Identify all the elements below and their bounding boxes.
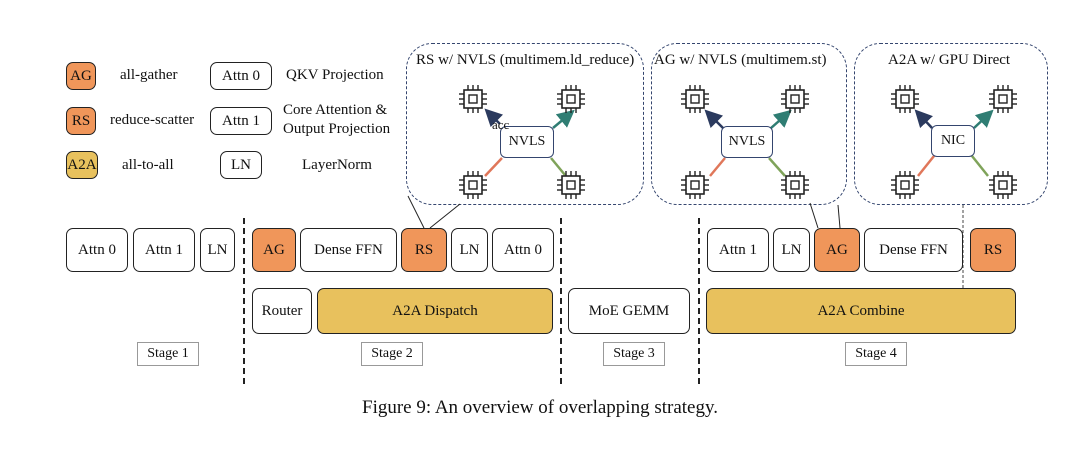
- legend-ag-tag: AG: [66, 62, 96, 90]
- rs-panel-connector-right: [429, 203, 461, 229]
- legend-a2a-tag: A2A: [66, 151, 98, 179]
- block-dense-ffn: Dense FFN: [300, 228, 397, 272]
- gpu-chip-icon: [459, 171, 487, 199]
- a2a-arrow-top-right: [973, 109, 994, 129]
- block-a2a-dispatch: A2A Dispatch: [317, 288, 553, 334]
- legend-attn1-desc-line2: Output Projection: [283, 121, 391, 137]
- gpu-chip-icon: [989, 171, 1017, 199]
- block-rs-2: RS: [970, 228, 1016, 272]
- block-ln-2: LN: [451, 228, 488, 272]
- stage-3-label: Stage 3: [603, 342, 665, 366]
- ag-arrow-top-left: [704, 109, 724, 129]
- legend-rs-tag: RS: [66, 107, 96, 135]
- stage-1-label: Stage 1: [137, 342, 199, 366]
- panel-rs-title: RS w/ NVLS (multimem.ld_reduce): [416, 52, 635, 68]
- block-router: Router: [252, 288, 312, 334]
- gpu-chip-icon: [891, 171, 919, 199]
- a2a-line-bottom-right: [971, 155, 989, 177]
- rs-line-bottom-left: [484, 157, 503, 177]
- panel-a2a-title: A2A w/ GPU Direct: [888, 52, 1011, 68]
- rs-nvls-hub: NVLS: [500, 126, 554, 158]
- legend-ln-tag: LN: [220, 151, 262, 179]
- ag-nvls-hub: NVLS: [721, 126, 773, 158]
- block-attn0-b: Attn 0: [492, 228, 554, 272]
- stage-separator-3: [698, 218, 700, 384]
- stage-4-label: Stage 4: [845, 342, 907, 366]
- ag-arrow-top-right: [770, 109, 792, 129]
- block-moe-gemm: MoE GEMM: [568, 288, 690, 334]
- legend-attn1-desc-line1: Core Attention &: [283, 102, 388, 118]
- panel-a2a-gpudirect: [854, 43, 1048, 205]
- ag-line-bottom-right: [768, 157, 786, 177]
- legend-attn0-tag: Attn 0: [210, 62, 272, 90]
- stage-separator-1: [243, 218, 245, 384]
- block-attn1: Attn 1: [133, 228, 195, 272]
- gpu-chip-icon: [989, 85, 1017, 113]
- a2a-nic-hub: NIC: [931, 125, 975, 157]
- gpu-chip-icon: [891, 85, 919, 113]
- ag-line-bottom-left: [709, 157, 726, 177]
- panel-ag-nvls: [651, 43, 847, 205]
- stage-2-label: Stage 2: [361, 342, 423, 366]
- block-a2a-combine: A2A Combine: [706, 288, 1016, 334]
- figure-caption: Figure 9: An overview of overlapping str…: [362, 397, 718, 418]
- legend-a2a-desc: all-to-all: [122, 157, 174, 173]
- ag-panel-connector-right: [837, 204, 841, 229]
- rs-panel-connector-left: [407, 195, 425, 229]
- a2a-arrow-top-left: [914, 109, 933, 129]
- block-ln-3: LN: [773, 228, 810, 272]
- legend-ln-desc: LayerNorm: [302, 157, 372, 173]
- panel-rs-nvls: [406, 43, 644, 205]
- block-attn0: Attn 0: [66, 228, 128, 272]
- legend-attn0-desc: QKV Projection: [286, 67, 384, 83]
- legend-attn1-tag: Attn 1: [210, 107, 272, 135]
- block-dense-ffn-2: Dense FFN: [864, 228, 963, 272]
- block-rs: RS: [401, 228, 447, 272]
- legend-rs-desc: reduce-scatter: [110, 112, 195, 128]
- gpu-chip-icon: [781, 85, 809, 113]
- rs-line-bottom-right: [550, 157, 566, 176]
- gpu-chip-icon: [557, 171, 585, 199]
- block-attn1-b: Attn 1: [707, 228, 769, 272]
- rs-arrow-top-left: [484, 108, 504, 128]
- block-ag-2: AG: [814, 228, 860, 272]
- gpu-chip-icon: [459, 85, 487, 113]
- gpu-chip-icon: [681, 171, 709, 199]
- a2a-line-bottom-left: [917, 155, 935, 177]
- block-ag: AG: [252, 228, 296, 272]
- gpu-chip-icon: [681, 85, 709, 113]
- gpu-chip-icon: [781, 171, 809, 199]
- block-ln: LN: [200, 228, 235, 272]
- stage-separator-2: [560, 218, 562, 384]
- rs-arrow-top-right: [552, 109, 575, 129]
- rs-acc-label: acc: [492, 117, 510, 132]
- ag-panel-connector-left: [809, 202, 819, 229]
- panel-ag-title: AG w/ NVLS (multimem.st): [654, 52, 827, 68]
- legend-ag-desc: all-gather: [120, 67, 178, 83]
- gpu-chip-icon: [557, 85, 585, 113]
